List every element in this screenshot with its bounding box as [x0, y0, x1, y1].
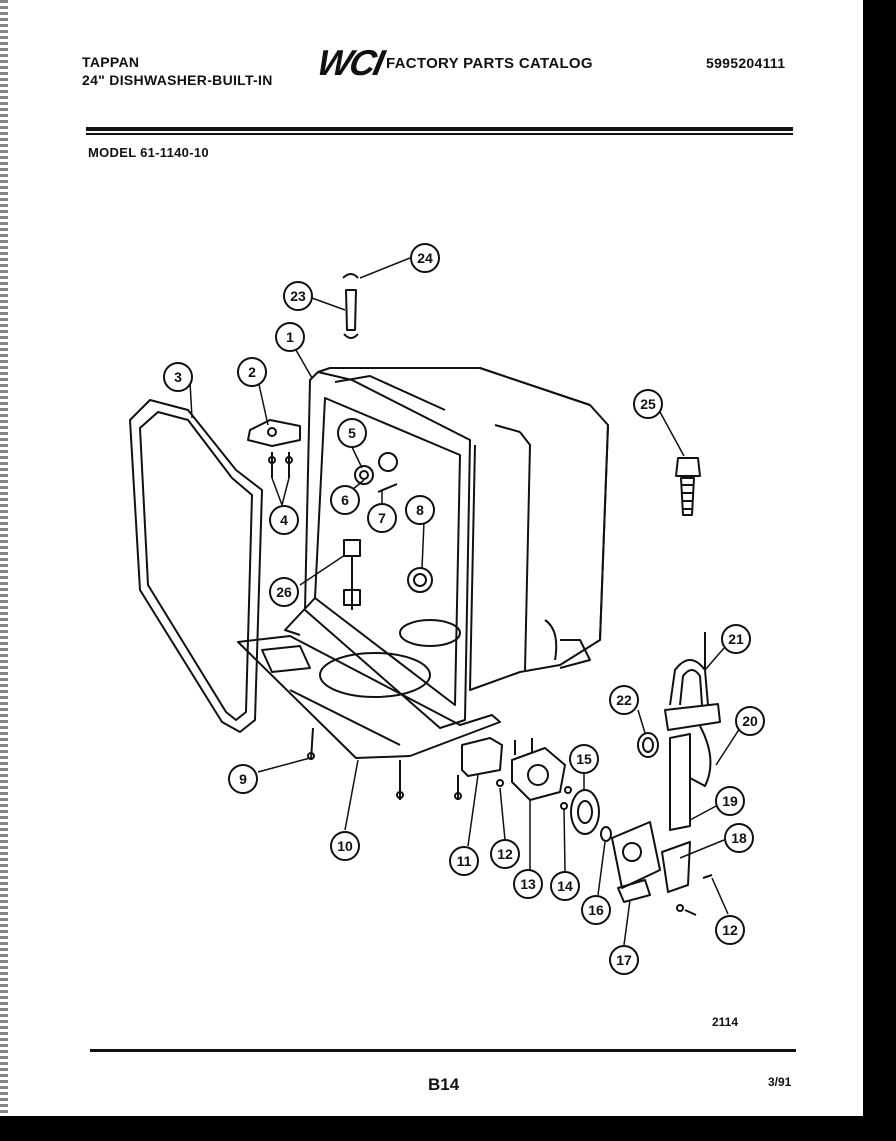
callout-21: 21 — [728, 631, 744, 647]
mounting-plate — [611, 821, 661, 903]
callout-circle — [633, 389, 663, 419]
callout-17: 17 — [616, 952, 632, 968]
callout-22: 22 — [616, 692, 632, 708]
callout-circle — [283, 281, 313, 311]
callout-circle — [609, 685, 639, 715]
drain-bracket — [661, 841, 713, 916]
callout-8: 8 — [416, 502, 424, 518]
callout-circle — [513, 869, 543, 899]
callout-12: 12 — [497, 846, 513, 862]
fill-tube — [342, 273, 359, 339]
callout-18: 18 — [731, 830, 747, 846]
callout-circle — [569, 744, 599, 774]
callout-circle — [269, 505, 299, 535]
door-gasket — [129, 399, 263, 733]
spray-arm-parts — [354, 452, 398, 493]
drain-hose — [669, 733, 691, 831]
callout-23: 23 — [290, 288, 306, 304]
motor-housing — [496, 738, 572, 810]
callout-24: 24 — [417, 250, 433, 266]
callout-15: 15 — [576, 751, 592, 767]
callout-2: 2 — [248, 364, 256, 380]
header-rule — [86, 127, 793, 131]
header-rule-thin — [86, 133, 793, 135]
callout-25: 25 — [640, 396, 656, 412]
callout-circle — [269, 577, 299, 607]
page-code: B14 — [428, 1075, 460, 1094]
callout-5: 5 — [348, 425, 356, 441]
callout-19: 19 — [722, 793, 738, 809]
drain-fitting — [343, 539, 361, 610]
scan-edge-left — [0, 0, 8, 1141]
callout-1: 1 — [286, 329, 294, 345]
callout-circle — [721, 624, 751, 654]
product-subtitle: 24" DISHWASHER-BUILT-IN — [82, 72, 273, 88]
tub-assembly — [284, 367, 609, 729]
model-number: MODEL 61-1140-10 — [88, 145, 209, 160]
callout-9: 9 — [239, 771, 247, 787]
callout-circle — [367, 503, 397, 533]
callout-circle — [330, 485, 360, 515]
callout-circle — [330, 831, 360, 861]
callout-12-right: 12 — [722, 922, 738, 938]
callout-circle — [237, 357, 267, 387]
callout-circle — [228, 764, 258, 794]
callout-7: 7 — [378, 510, 386, 526]
pump-seal — [600, 826, 612, 842]
callout-circle — [405, 495, 435, 525]
callout-circle — [490, 839, 520, 869]
catalog-title: FACTORY PARTS CATALOG — [386, 55, 593, 72]
callout-circle — [449, 846, 479, 876]
switch-bracket — [454, 737, 503, 800]
callout-10: 10 — [337, 838, 353, 854]
callout-circle — [715, 786, 745, 816]
callout-13: 13 — [520, 876, 536, 892]
callout-circle — [163, 362, 193, 392]
leveling-bolt — [675, 457, 701, 516]
callout-11: 11 — [457, 853, 472, 869]
brand-name: TAPPAN — [82, 54, 140, 70]
footer-rule — [90, 1049, 796, 1052]
callout-26: 26 — [276, 584, 292, 600]
callout-numbers: 24 23 1 2 3 25 5 6 7 8 4 26 21 22 20 15 … — [174, 250, 758, 968]
scan-border-bottom — [0, 1116, 896, 1141]
hose-clamp-assembly — [664, 632, 721, 787]
scan-border-right — [863, 0, 896, 1141]
callout-circle — [724, 823, 754, 853]
catalog-number: 5995204111 — [706, 55, 786, 71]
callout-leaders — [189, 257, 741, 946]
callout-20: 20 — [742, 713, 758, 729]
callout-16: 16 — [588, 902, 604, 918]
callout-circle — [609, 945, 639, 975]
sump-seal — [407, 567, 433, 593]
callout-circle — [337, 418, 367, 448]
callout-circle — [715, 915, 745, 945]
callout-3: 3 — [174, 369, 182, 385]
callout-circle — [550, 871, 580, 901]
callout-6: 6 — [341, 492, 349, 508]
callout-circle — [735, 706, 765, 736]
callout-bubbles — [163, 243, 765, 975]
hose-clamp — [637, 732, 659, 758]
hinge-bracket — [247, 419, 301, 478]
callout-14: 14 — [557, 878, 573, 894]
callout-circle — [410, 243, 440, 273]
base-frame — [237, 635, 501, 800]
revision-date: 3/91 — [768, 1075, 792, 1089]
callout-circle — [275, 322, 305, 352]
impeller — [570, 789, 600, 835]
callout-4: 4 — [280, 512, 288, 528]
callout-circle — [581, 895, 611, 925]
figure-number: 2114 — [712, 1015, 739, 1029]
